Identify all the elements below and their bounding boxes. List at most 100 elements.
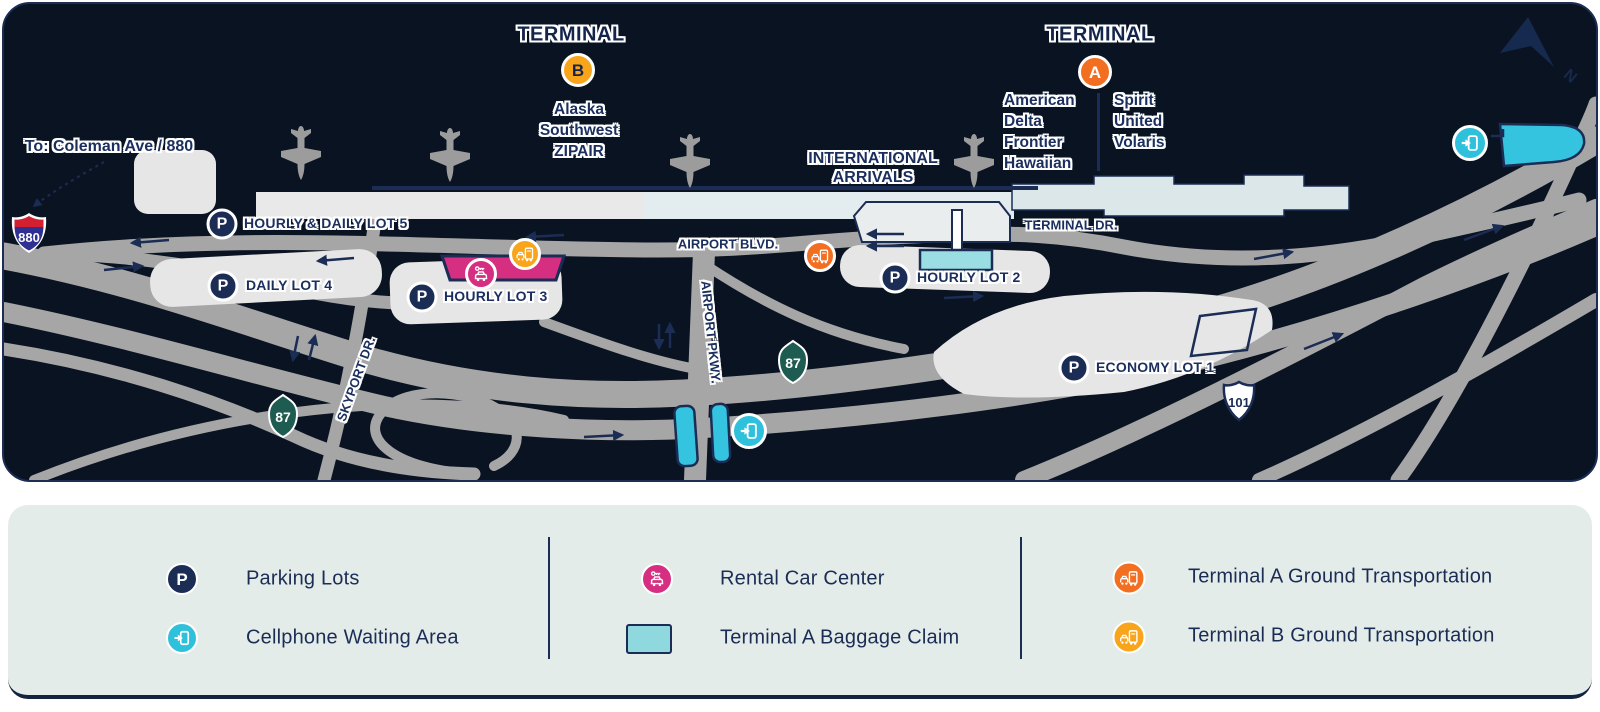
car-bus-icon [811, 249, 829, 264]
cellphone-waiting-marker [1452, 125, 1488, 161]
cellphone-lot-wedge [1498, 122, 1586, 168]
terminal-a-ground-transport-marker [804, 240, 836, 272]
shield-880-number: 880 [18, 230, 40, 245]
rental-car-marker [465, 258, 497, 290]
airport-map: N [2, 2, 1598, 482]
terminal-a-letter: A [1088, 62, 1102, 82]
legend-baggage-claim-swatch [626, 624, 672, 654]
terminal-b-building [256, 192, 646, 219]
traffic-arrows [103, 223, 1505, 442]
terminal-b-airline: Southwest [539, 122, 619, 139]
terminal-a-airline-divider [1097, 93, 1100, 171]
terminal-a-building [852, 201, 1011, 243]
car-bus-icon [516, 247, 534, 262]
direction-note: To: Coleman Ave / 880 [24, 138, 194, 155]
international-arrivals-line1: INTERNATIONAL [808, 150, 938, 167]
map-graphics: N [4, 17, 1596, 480]
terminal-a-airline: Spirit [1114, 92, 1154, 109]
legend-parking-label: Parking Lots [246, 567, 360, 590]
terminal-a-title: TERMINAL [1046, 23, 1154, 46]
airplane-icon [954, 134, 994, 188]
compass: N [1500, 17, 1580, 87]
airplane-icon [281, 126, 321, 180]
parking-p: P [889, 269, 901, 286]
parking-p: P [217, 277, 229, 294]
terminal-a-airline: United [1114, 113, 1163, 130]
cellphone-lot-strip [709, 402, 732, 464]
car-bus-icon [1120, 571, 1138, 586]
airplane-icon [430, 128, 470, 182]
legend-ground-b-icon [1112, 620, 1146, 654]
legend-parking-icon: P [166, 563, 198, 595]
legend-cellphone-label: Cellphone Waiting Area [246, 626, 459, 649]
legend-divider [548, 537, 550, 659]
legend-ground-a-label: Terminal A Ground Transportation [1188, 565, 1493, 588]
airport-blvd-label: AIRPORT BLVD. [677, 236, 779, 252]
legend-ground-b-label: Terminal B Ground Transportation [1188, 624, 1495, 647]
legend-ground-a-icon [1112, 561, 1146, 595]
terminal-dr-label: TERMINAL DR. [1024, 217, 1118, 233]
legend-divider [1020, 537, 1022, 659]
map-legend: P Parking Lots Cellphone Waiting Area Re… [8, 505, 1592, 699]
shield-101-number: 101 [1228, 395, 1250, 410]
economy-lot-structure [1189, 307, 1258, 358]
terminal-a-marker: A [1078, 55, 1112, 89]
rental-car-icon [474, 266, 488, 282]
airplane-icon [670, 134, 710, 188]
terminal-a-airline: Hawaiian [1004, 155, 1072, 172]
parking-p: P [176, 569, 188, 589]
legend-cellphone-icon [166, 622, 198, 654]
lot4-label: DAILY LOT 4 [246, 277, 333, 293]
parking-marker-lot5: P [206, 208, 238, 240]
parking-p: P [416, 288, 428, 305]
interstate-880-shield: 880 [11, 213, 47, 253]
compass-n-label: N [1560, 66, 1580, 86]
direction-leader-line [32, 161, 105, 208]
rental-car-icon [650, 571, 664, 587]
parking-p: P [216, 215, 228, 232]
us-101-shield: 101 [1222, 380, 1256, 422]
cellphone-waiting-shapes [673, 122, 1586, 468]
terminal-a-airline: American [1004, 92, 1075, 109]
parking-marker-lot4: P [207, 270, 239, 302]
cellphone-lot-entry [1491, 129, 1505, 138]
phone-arrow-icon [174, 630, 190, 646]
terminal-b-airline: Alaska [554, 101, 604, 118]
shield-87-number: 87 [785, 355, 801, 371]
legend-rental-label: Rental Car Center [720, 567, 885, 590]
terminal-b-ground-transport-marker [509, 238, 541, 270]
terminal-b-airline: ZIPAIR [554, 143, 604, 160]
shield-87-number: 87 [275, 409, 291, 425]
terminal-a-airline: Delta [1004, 113, 1042, 130]
terminal-a-baggage-claim [918, 248, 994, 272]
lot2-label: HOURLY LOT 2 [917, 269, 1021, 285]
north-arrow-icon [1500, 17, 1554, 67]
terminal-a-airline: Frontier [1004, 134, 1063, 151]
lot3-label: HOURLY LOT 3 [444, 288, 548, 304]
lot1-label: ECONOMY LOT 1 [1096, 359, 1215, 375]
parking-marker-lot3: P [406, 281, 438, 313]
phone-arrow-icon [1461, 135, 1478, 151]
lot5-label: HOURLY & DAILY LOT 5 [244, 215, 408, 231]
international-arrivals-line2: ARRIVALS [832, 169, 914, 186]
lot5-area [134, 150, 216, 214]
route-87-shield: 87 [777, 339, 809, 385]
cellphone-waiting-marker [731, 413, 767, 449]
airplane-icons [281, 126, 994, 188]
cellphone-lot-strip [673, 404, 699, 468]
parking-marker-lot2: P [879, 262, 911, 294]
legend-rental-icon [641, 563, 673, 595]
terminal-a-concourse [1011, 174, 1350, 217]
rental-car-center-building [439, 254, 567, 282]
phone-arrow-icon [740, 423, 757, 439]
legend-baggage-label: Terminal A Baggage Claim [720, 626, 960, 649]
parking-marker-lot1: P [1058, 352, 1090, 384]
economy-lot-area [933, 291, 1273, 398]
car-bus-icon [1120, 630, 1138, 645]
parking-p: P [1068, 359, 1080, 376]
terminal-a-airline: Volaris [1114, 134, 1165, 151]
terminal-b-marker: B [561, 53, 595, 87]
baggage-claim-walkway [951, 209, 963, 255]
terminal-b-title: TERMINAL [517, 23, 625, 46]
